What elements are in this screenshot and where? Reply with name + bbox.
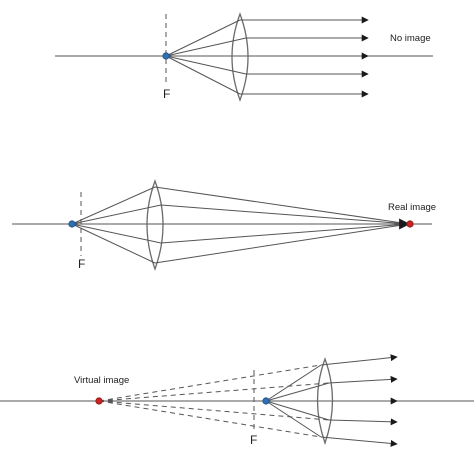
diverging-refracted-rays <box>320 354 398 447</box>
panel-real-image: F Real image <box>12 179 436 271</box>
focal-point-dot <box>162 52 170 60</box>
convex-lens <box>231 12 249 102</box>
no-image-label: No image <box>390 33 431 44</box>
focus-label: F <box>78 257 85 271</box>
focus-label: F <box>163 87 170 101</box>
object-point-dot <box>262 397 270 405</box>
incident-rays <box>165 19 247 95</box>
convex-lens <box>146 179 164 271</box>
real-image-label: Real image <box>388 202 436 213</box>
virtual-image-label: Virtual image <box>74 375 129 386</box>
parallel-refracted-rays <box>240 16 369 98</box>
incident-rays <box>71 186 162 264</box>
focus-label: F <box>250 433 257 447</box>
panel-no-image: F No image <box>55 12 433 102</box>
object-point-dot <box>68 220 76 228</box>
converging-rays <box>154 186 411 264</box>
incident-rays <box>265 364 330 438</box>
panel-virtual-image: F Virtual image <box>0 354 474 447</box>
virtual-image-dot <box>95 397 103 405</box>
real-image-dot <box>406 220 414 228</box>
